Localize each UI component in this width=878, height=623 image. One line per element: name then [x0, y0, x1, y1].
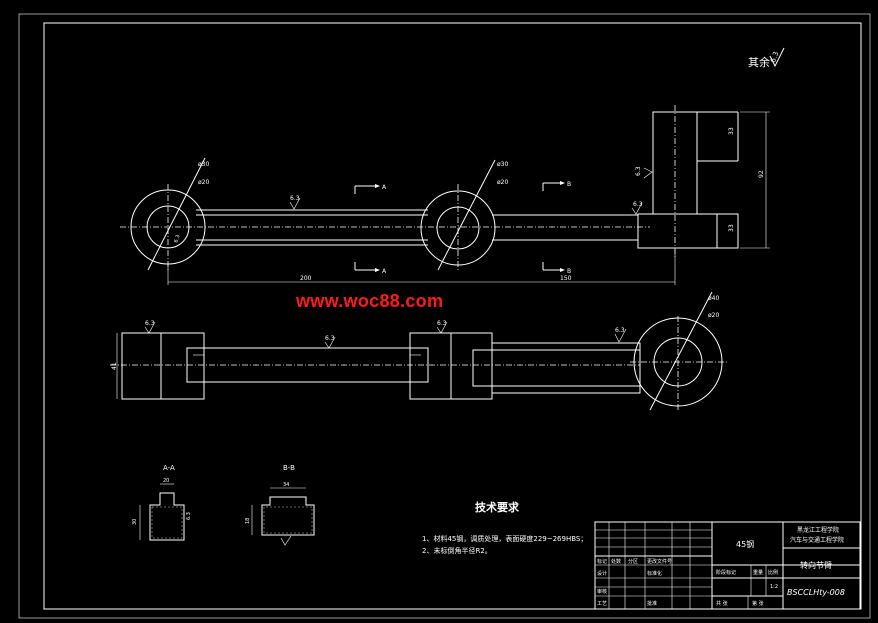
- dim-height-bottom: 33: [728, 224, 735, 232]
- dim-length-200: 200: [300, 275, 312, 282]
- dim-ring3-d2: ø20: [708, 312, 719, 319]
- section-b-marker-bottom: B: [542, 262, 571, 275]
- section-a-title: A-A: [163, 464, 175, 472]
- dim-ring3-d1: ø40: [708, 295, 719, 302]
- svg-text:A: A: [382, 184, 387, 191]
- tb-institution-1: 黑龙江工程学院: [797, 526, 839, 534]
- dim-side-height: 41: [111, 362, 118, 370]
- section-a-marker-top: A: [354, 184, 387, 194]
- dim-height-total: 92: [758, 170, 765, 178]
- svg-text:A: A: [382, 268, 387, 275]
- tech-req-line-2: 2、未标倒角半径R2。: [422, 546, 492, 555]
- outer-frame: [18, 13, 871, 619]
- dim-section-a-width: 20: [163, 478, 169, 484]
- roughness-flange: 6.3: [633, 201, 643, 208]
- tb-part-name: 转向节臂: [800, 560, 832, 570]
- dim-section-a-height: 30: [132, 519, 138, 525]
- tb-label-stage-mark: 阶段标记: [716, 569, 736, 576]
- roughness-bore: 6.3: [173, 234, 181, 244]
- tech-req-line-1: 1、材料45钢，调质处理，表面硬度229~269HBS；: [422, 534, 587, 543]
- dim-ring1-d2: ø20: [198, 179, 209, 186]
- tb-sheets-total: 共 张: [716, 600, 728, 607]
- tb-label-count: 处数: [611, 558, 621, 565]
- technical-requirements: 技术要求 1、材料45钢，调质处理，表面硬度229~269HBS； 2、未标倒角…: [422, 500, 587, 555]
- roughness-left-boss: 6.3: [145, 320, 155, 327]
- vertical-boss: [652, 111, 698, 215]
- dim-section-b-height: 18: [245, 518, 251, 524]
- left-boss: [121, 332, 205, 400]
- roughness-symbol-icon: [769, 47, 785, 68]
- section-b-marker-top: B: [542, 181, 571, 191]
- tb-label-mark: 标记: [597, 558, 607, 565]
- tb-label-designer: 设计: [597, 570, 607, 577]
- tb-institution-2: 汽车与交通工程学院: [790, 536, 844, 544]
- tb-label-weight: 重量: [753, 569, 763, 576]
- title-block: 标记 处数 分区 更改文件号 设计 标准化 审核 工艺 批准 阶段标记 重量 比…: [594, 521, 861, 610]
- tb-label-change-file: 更改文件号: [647, 558, 672, 565]
- dim-length-150: 150: [560, 275, 572, 282]
- tb-label-checker: 审核: [597, 588, 607, 595]
- front-view: ø40 ø20 41 6.3 6.3 6.3 6.3: [110, 291, 728, 411]
- top-view: ø30 ø20 ø30 ø20 6.3 6.3 6.3 6.3 A A B: [120, 105, 770, 285]
- tb-sheet-no: 第 张: [752, 600, 764, 607]
- tb-label-zone: 分区: [628, 558, 638, 565]
- tb-label-ratio: 比例: [768, 569, 778, 576]
- svg-text:B: B: [567, 181, 571, 188]
- watermark-text: www.woc88.com: [296, 291, 444, 311]
- inner-frame: [43, 22, 862, 610]
- dim-ring2-d1: ø30: [497, 161, 508, 168]
- roughness-note-label: 其余: [748, 55, 770, 69]
- tb-label-process: 工艺: [597, 601, 607, 607]
- dim-ring1-d1: ø30: [198, 161, 209, 168]
- section-b-b: B-B 34 18: [245, 464, 315, 546]
- tb-material: 45钢: [736, 539, 754, 549]
- roughness-note: 其余 6.3: [748, 47, 785, 69]
- tb-label-standard: 标准化: [647, 570, 662, 577]
- section-a-a: A-A 20 30 6.3: [132, 464, 192, 541]
- roughness-top-bar: 6.3: [290, 195, 300, 202]
- end-flange: [637, 213, 739, 249]
- dim-height-top: 33: [728, 127, 735, 135]
- section-b-title: B-B: [283, 464, 295, 472]
- tech-req-title: 技术要求: [475, 500, 520, 514]
- roughness-front-bar: 6.3: [325, 335, 335, 342]
- svg-text:B: B: [567, 268, 571, 275]
- tb-ratio-value: 1:2: [770, 584, 778, 590]
- roughness-right-arm: 6.3: [615, 327, 625, 334]
- dim-ring2-d2: ø20: [497, 179, 508, 186]
- tb-label-approve: 批准: [647, 600, 657, 607]
- section-a-marker-bottom: A: [354, 262, 387, 275]
- tb-drawing-number: BSCCLHty-008: [787, 588, 845, 597]
- roughness-note-value: 6.3: [769, 51, 780, 64]
- roughness-middle-boss: 6.3: [437, 320, 447, 327]
- dim-section-b-width: 34: [283, 482, 289, 488]
- roughness-section-a: 6.3: [186, 512, 192, 520]
- roughness-boss: 6.3: [635, 166, 642, 176]
